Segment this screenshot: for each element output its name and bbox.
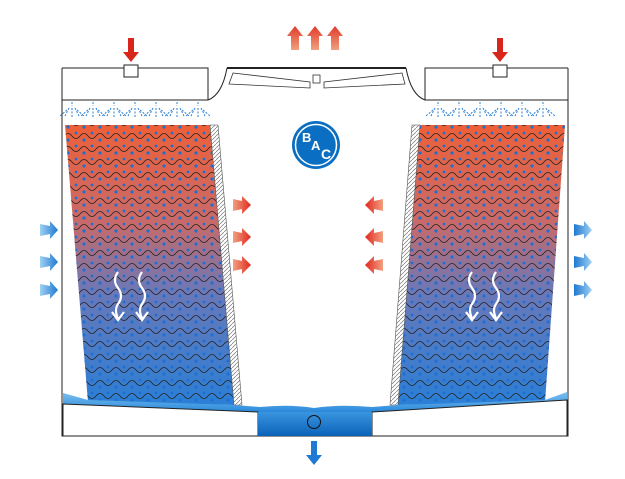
spray-nozzle-icon — [143, 102, 169, 117]
logo-letter-a: A — [311, 138, 321, 153]
air-discharge-arrow-left — [233, 228, 251, 246]
fan-blade-left — [228, 72, 311, 89]
spray-nozzle-icon — [530, 102, 556, 117]
fan-blade-right — [323, 72, 406, 89]
hot-water-inlet — [123, 38, 508, 78]
air-discharge-arrow-left — [233, 196, 251, 214]
fan — [228, 72, 406, 89]
air-inlet-arrow-left — [40, 281, 58, 299]
inlet-arrow-left — [123, 38, 139, 62]
bac-logo: B A C — [292, 121, 340, 169]
logo-letter-b: B — [302, 130, 311, 145]
air-discharge-arrow-right — [365, 196, 383, 214]
air-inlet-arrow-left — [40, 221, 58, 239]
fan-hub — [312, 74, 321, 84]
air-discharge-arrow-right — [365, 256, 383, 274]
spray-nozzles — [59, 102, 556, 117]
air-discharge-arrow-right — [365, 228, 383, 246]
basin-water — [63, 392, 567, 412]
air-inlet-arrow-right — [574, 221, 592, 239]
air-inlet-arrow-right — [574, 281, 592, 299]
spray-nozzle-icon — [488, 102, 514, 117]
air-inlet-arrows — [40, 221, 592, 299]
air-discharge-arrow-left — [233, 256, 251, 274]
basin — [62, 399, 568, 437]
spray-nozzle-icon — [467, 102, 493, 117]
spray-nozzle-icon — [446, 102, 472, 117]
cold-water-outlet-arrow — [306, 441, 322, 465]
air-inlet-arrow-left — [40, 253, 58, 271]
inlet-arrow-right — [492, 38, 508, 62]
exhaust-air-arrows — [287, 26, 343, 50]
louver-left — [209, 124, 243, 406]
logo-letter-c: C — [321, 146, 331, 162]
spray-nozzle-icon — [59, 102, 85, 117]
fill-left — [65, 124, 243, 406]
spray-nozzle-icon — [185, 102, 211, 117]
air-inlet-arrow-right — [574, 253, 592, 271]
spray-nozzle-icon — [425, 102, 451, 117]
water-flow-arrows — [111, 271, 503, 322]
spray-nozzle-icon — [101, 102, 127, 117]
outlet-pipe — [307, 415, 321, 429]
spray-nozzle-icon — [164, 102, 190, 117]
spray-nozzle-icon — [509, 102, 535, 117]
air-discharge-arrows — [233, 196, 383, 274]
spray-nozzle-icon — [122, 102, 148, 117]
fill-right — [389, 124, 565, 406]
spray-nozzle-icon — [80, 102, 106, 117]
